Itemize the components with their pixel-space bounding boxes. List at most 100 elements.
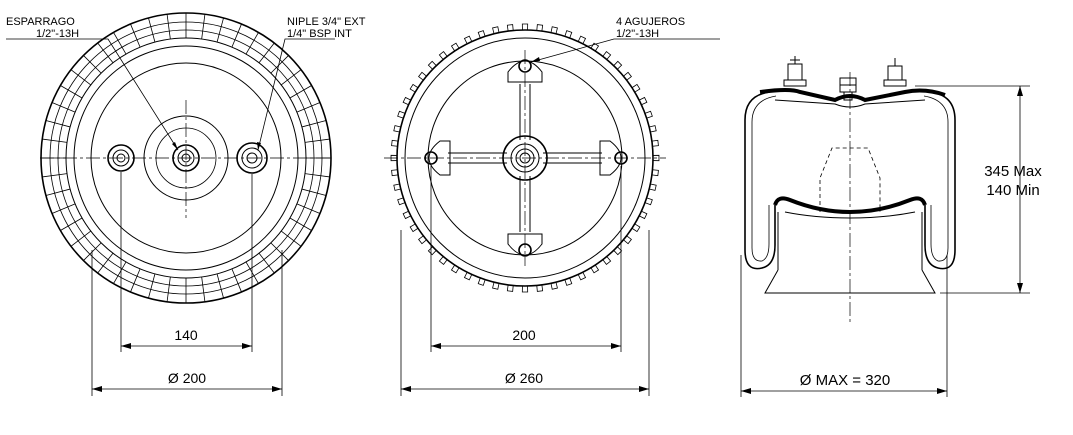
view1-rib bbox=[166, 14, 171, 40]
view2-tooth bbox=[393, 125, 401, 133]
view2-tooth bbox=[564, 277, 573, 286]
view1-dimension-200: Ø 200 bbox=[91, 250, 283, 396]
view1-rib bbox=[60, 217, 83, 231]
view2-tooth bbox=[631, 83, 641, 93]
view2-tooth bbox=[577, 35, 587, 44]
view1-note-left-line1: ESPARRAGO bbox=[6, 16, 75, 28]
view2-spokes bbox=[448, 84, 602, 232]
view3-bellows-left-inner bbox=[751, 95, 777, 262]
view1-rib bbox=[45, 120, 71, 128]
view2-tooth bbox=[402, 210, 411, 220]
view2-tooth bbox=[463, 35, 473, 44]
view1-leader-right bbox=[257, 38, 335, 151]
view1-rib bbox=[270, 242, 289, 261]
view2-tooth bbox=[649, 183, 657, 191]
view1-rib bbox=[304, 173, 330, 178]
view2-tooth bbox=[521, 23, 529, 31]
view3-center-fitting bbox=[839, 77, 857, 101]
view1-rib bbox=[280, 69, 302, 86]
view1-rib bbox=[130, 268, 141, 293]
view1-rib bbox=[70, 69, 92, 86]
view2-tooth bbox=[506, 24, 514, 32]
view2-tooth bbox=[427, 246, 437, 256]
view1-note-left-line2: 1/2"-13H bbox=[36, 28, 79, 40]
view1-rib bbox=[296, 102, 321, 113]
view1-rib bbox=[148, 17, 156, 43]
view1-rib bbox=[201, 276, 206, 302]
view2-tooth bbox=[651, 169, 659, 177]
view2-tooth bbox=[652, 154, 660, 162]
view2-tooth bbox=[639, 210, 648, 220]
view1-dim-inner-label: 140 bbox=[174, 327, 198, 343]
view2-tooth bbox=[536, 24, 544, 32]
view3-height-max-label: 345 Max bbox=[984, 163, 1042, 180]
view2-tooth bbox=[577, 272, 587, 281]
view2-note-line2: 1/2"-13H bbox=[616, 28, 659, 40]
view2-tooth bbox=[644, 197, 653, 206]
view2-note-line1: 4 AGUJEROS bbox=[616, 16, 685, 28]
view2-tooth bbox=[506, 284, 514, 292]
view2-tooth bbox=[631, 223, 641, 233]
view2-dimension-260: Ø 260 bbox=[400, 230, 650, 396]
view2-tooth bbox=[492, 282, 500, 290]
view2-tooth bbox=[402, 96, 411, 106]
view2-tooth bbox=[623, 71, 632, 81]
view2-tooth bbox=[409, 223, 419, 233]
view3-bellows-left bbox=[744, 91, 776, 270]
view2-tooth bbox=[393, 183, 401, 191]
view1-rib bbox=[51, 102, 76, 113]
view3-side-section: 345 Max 140 Min Ø MAX = 320 bbox=[740, 56, 1042, 397]
view2-tooth bbox=[521, 285, 529, 293]
view1-rib bbox=[301, 188, 327, 196]
view1-rib bbox=[83, 55, 102, 74]
view2-tooth bbox=[391, 139, 399, 147]
view2-dim-inner-label: 200 bbox=[512, 327, 536, 343]
view1-rib bbox=[42, 138, 68, 143]
view3-bellows-right-inner bbox=[923, 95, 949, 262]
view1-rib bbox=[289, 217, 312, 231]
view1-rib bbox=[130, 23, 141, 48]
view1-rib bbox=[258, 252, 275, 274]
view1-rib bbox=[216, 17, 224, 43]
view2-tooth bbox=[477, 30, 486, 39]
view1-rib bbox=[42, 173, 68, 178]
view2-tooth bbox=[463, 272, 473, 281]
view2-tooth bbox=[418, 71, 427, 81]
view3-width-label: Ø MAX = 320 bbox=[800, 372, 890, 389]
view2-tooth bbox=[613, 60, 623, 70]
view3-bellows-right bbox=[924, 91, 956, 270]
view1-rib bbox=[231, 268, 242, 293]
view1-rib bbox=[258, 42, 275, 64]
view2-tooth bbox=[649, 125, 657, 133]
view2-tooth bbox=[623, 235, 632, 245]
view2-tooth bbox=[602, 51, 612, 60]
view1-dim-outer-label: Ø 200 bbox=[168, 370, 206, 386]
view2-tooth bbox=[391, 169, 399, 177]
view2-tooth bbox=[639, 96, 648, 106]
view1-leader-left bbox=[6, 38, 179, 151]
view1-rib bbox=[97, 252, 114, 274]
view3-left-stud bbox=[783, 56, 807, 87]
view1-rib bbox=[201, 14, 206, 40]
view3-hidden-bumper bbox=[819, 147, 881, 212]
view1-rib bbox=[113, 32, 127, 55]
view2-tooth bbox=[602, 256, 612, 265]
view2-serrated-edge bbox=[390, 23, 660, 293]
view1-rib bbox=[45, 188, 71, 196]
view2-bottom-view: 4 AGUJEROS 1/2"-13H 200 Ø 260 bbox=[384, 16, 720, 396]
view1-rib bbox=[60, 85, 83, 99]
view1-dimension-140: 140 bbox=[120, 172, 253, 352]
view2-dimension-200: 200 bbox=[430, 166, 622, 352]
view1-rib bbox=[270, 55, 289, 74]
view2-tooth bbox=[427, 60, 437, 70]
view2-tooth bbox=[397, 110, 406, 119]
view2-tooth bbox=[550, 282, 558, 290]
view1-note-right-line1: NIPLE 3/4" EXT bbox=[287, 16, 366, 28]
view2-dim-outer-label: Ø 260 bbox=[505, 370, 543, 386]
view2-tooth bbox=[438, 51, 448, 60]
view1-rib bbox=[296, 203, 321, 214]
view1-rib bbox=[231, 23, 242, 48]
view1-rib bbox=[216, 273, 224, 299]
view3-right-stud bbox=[883, 58, 907, 87]
